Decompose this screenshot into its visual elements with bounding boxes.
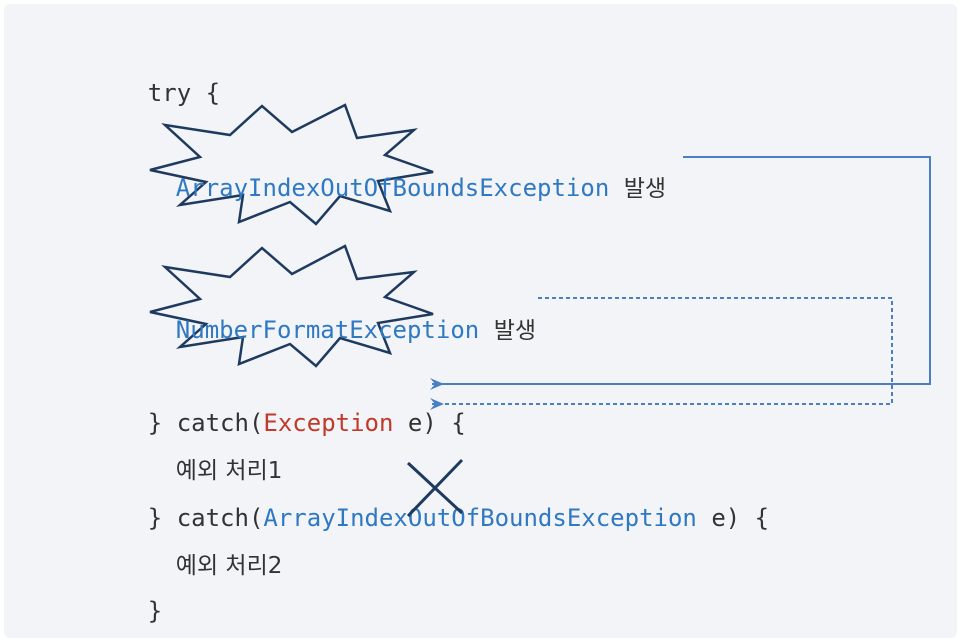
exception2-name: NumberFormatException — [175, 316, 480, 344]
handler2-line: 예외 처리2 — [118, 520, 283, 611]
close-brace: } — [147, 597, 163, 625]
catch2-suffix: e) { — [696, 504, 770, 532]
exception1-line: ArrayIndexOutOfBoundsException 발생 — [118, 143, 666, 234]
catch1-suffix: e) { — [393, 409, 466, 437]
try-keyword: try { — [147, 79, 221, 107]
exception2-line: NumberFormatException 발생 — [118, 285, 536, 376]
catch1-prefix: } catch( — [147, 409, 264, 437]
catch2-type: ArrayIndexOutOfBoundsException — [263, 504, 697, 532]
handler1-line: 예외 처리1 — [118, 425, 283, 516]
catch2-prefix: } catch( — [147, 504, 264, 532]
exception2-suffix: 발생 — [493, 318, 537, 344]
catch2-line: } catch(ArrayIndexOutOfBoundsException e… — [90, 473, 769, 563]
handler2-text: 예외 처리2 — [175, 553, 283, 579]
handler1-text: 예외 처리1 — [175, 458, 283, 484]
exception1-suffix: 발생 — [623, 176, 667, 202]
close-brace-line: } — [90, 566, 162, 642]
exception1-name: ArrayIndexOutOfBoundsException — [175, 174, 610, 202]
code-panel — [4, 4, 957, 638]
catch1-type: Exception — [263, 409, 394, 437]
solid-arrow-exception1-to-catch1 — [430, 156, 931, 390]
explosion-burst-icon — [149, 103, 434, 226]
explosion-burst-icon — [149, 244, 434, 368]
cross-mark-icon — [406, 458, 464, 518]
dashed-arrow-exception2-to-catch1 — [430, 297, 893, 410]
try-open-line: try { — [90, 48, 220, 138]
catch1-line: } catch(Exception e) { — [90, 378, 466, 468]
